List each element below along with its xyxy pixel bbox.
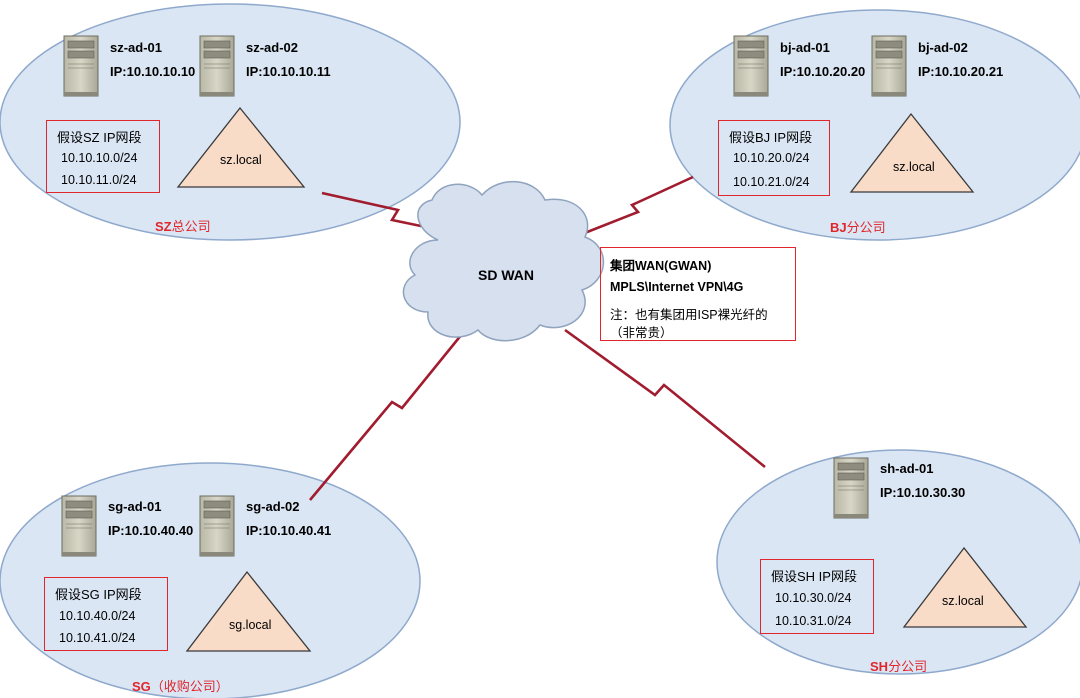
domain-label: sg.local (229, 618, 272, 632)
ip-range: 10.10.20.0/24 (733, 151, 810, 165)
link-sh-wan (564, 328, 766, 469)
ip-range-title: 假设BJ IP网段 (729, 130, 813, 145)
server-ip: IP:10.10.40.41 (246, 523, 332, 538)
server-bj-ad-02-icon (871, 35, 907, 97)
domain-triangle-bj (849, 112, 975, 193)
server-name: sz-ad-01 (110, 40, 163, 55)
server-name: bj-ad-02 (918, 40, 968, 55)
wan-note-line: 集团WAN(GWAN) (610, 259, 712, 273)
ip-range-box-bj: 假设BJ IP网段 10.10.20.0/24 10.10.21.0/24 (718, 120, 830, 196)
domain-triangle-sz (176, 106, 306, 188)
site-name-sg: SG（收购公司） (132, 679, 229, 694)
link-sz-wan (321, 191, 446, 233)
server-sg-ad-02-icon (199, 495, 235, 557)
ip-range-box-sh: 假设SH IP网段 10.10.30.0/24 10.10.31.0/24 (760, 559, 874, 634)
server-name: sg-ad-02 (246, 499, 300, 514)
site-name-sh: SH分公司 (870, 659, 928, 674)
server-ip: IP:10.10.20.21 (918, 64, 1004, 79)
wan-note-line: 注：也有集团用ISP裸光纤的 (610, 308, 768, 322)
ip-range: 10.10.30.0/24 (775, 591, 852, 605)
wan-note-line: （非常贵） (610, 326, 673, 340)
link-bj-wan (571, 175, 694, 240)
wan-note-line: MPLS\Internet VPN\4G (610, 280, 744, 294)
server-sg-ad-01-icon (61, 495, 97, 557)
server-bj-ad-01-icon (733, 35, 769, 97)
server-name: sg-ad-01 (108, 499, 162, 514)
ip-range: 10.10.31.0/24 (775, 614, 852, 628)
server-sz-ad-01-icon (63, 35, 99, 97)
ip-range-title: 假设SZ IP网段 (57, 130, 142, 145)
ip-range: 10.10.41.0/24 (59, 631, 136, 645)
domain-label: sz.local (893, 160, 935, 174)
server-ip: IP:10.10.10.10 (110, 64, 196, 79)
domain-label: sz.local (942, 594, 984, 608)
domain-label: sz.local (220, 153, 262, 167)
domain-triangle-sg (185, 570, 312, 652)
server-ip: IP:10.10.30.30 (880, 485, 966, 500)
ip-range: 10.10.11.0/24 (61, 173, 137, 187)
server-sz-ad-02-icon (199, 35, 235, 97)
site-name-bj: BJ分公司 (830, 220, 886, 235)
site-area-bj (669, 9, 1080, 241)
ip-range: 10.10.40.0/24 (59, 609, 136, 623)
server-name: bj-ad-01 (780, 40, 830, 55)
site-area-sg (0, 462, 421, 698)
server-name: sh-ad-01 (880, 461, 934, 476)
ip-range: 10.10.10.0/24 (61, 151, 138, 165)
ip-range: 10.10.21.0/24 (733, 175, 810, 189)
wan-note-box: 集团WAN(GWAN) MPLS\Internet VPN\4G 注：也有集团用… (600, 247, 796, 341)
domain-triangle-sh (902, 546, 1028, 628)
cloud-shape (402, 181, 605, 342)
ip-range-box-sz: 假设SZ IP网段 10.10.10.0/24 10.10.11.0/24 (46, 120, 160, 193)
cloud-label: SD WAN (478, 267, 534, 283)
server-ip: IP:10.10.10.11 (246, 64, 331, 79)
server-ip: IP:10.10.40.40 (108, 523, 194, 538)
ip-range-title: 假设SG IP网段 (55, 587, 142, 602)
ip-range-box-sg: 假设SG IP网段 10.10.40.0/24 10.10.41.0/24 (44, 577, 168, 651)
server-name: sz-ad-02 (246, 40, 299, 55)
server-ip: IP:10.10.20.20 (780, 64, 866, 79)
site-name-sz: SZ总公司 (155, 219, 211, 234)
link-sg-wan (309, 317, 477, 501)
server-sh-ad-01-icon (833, 457, 869, 519)
ip-range-title: 假设SH IP网段 (771, 569, 857, 584)
